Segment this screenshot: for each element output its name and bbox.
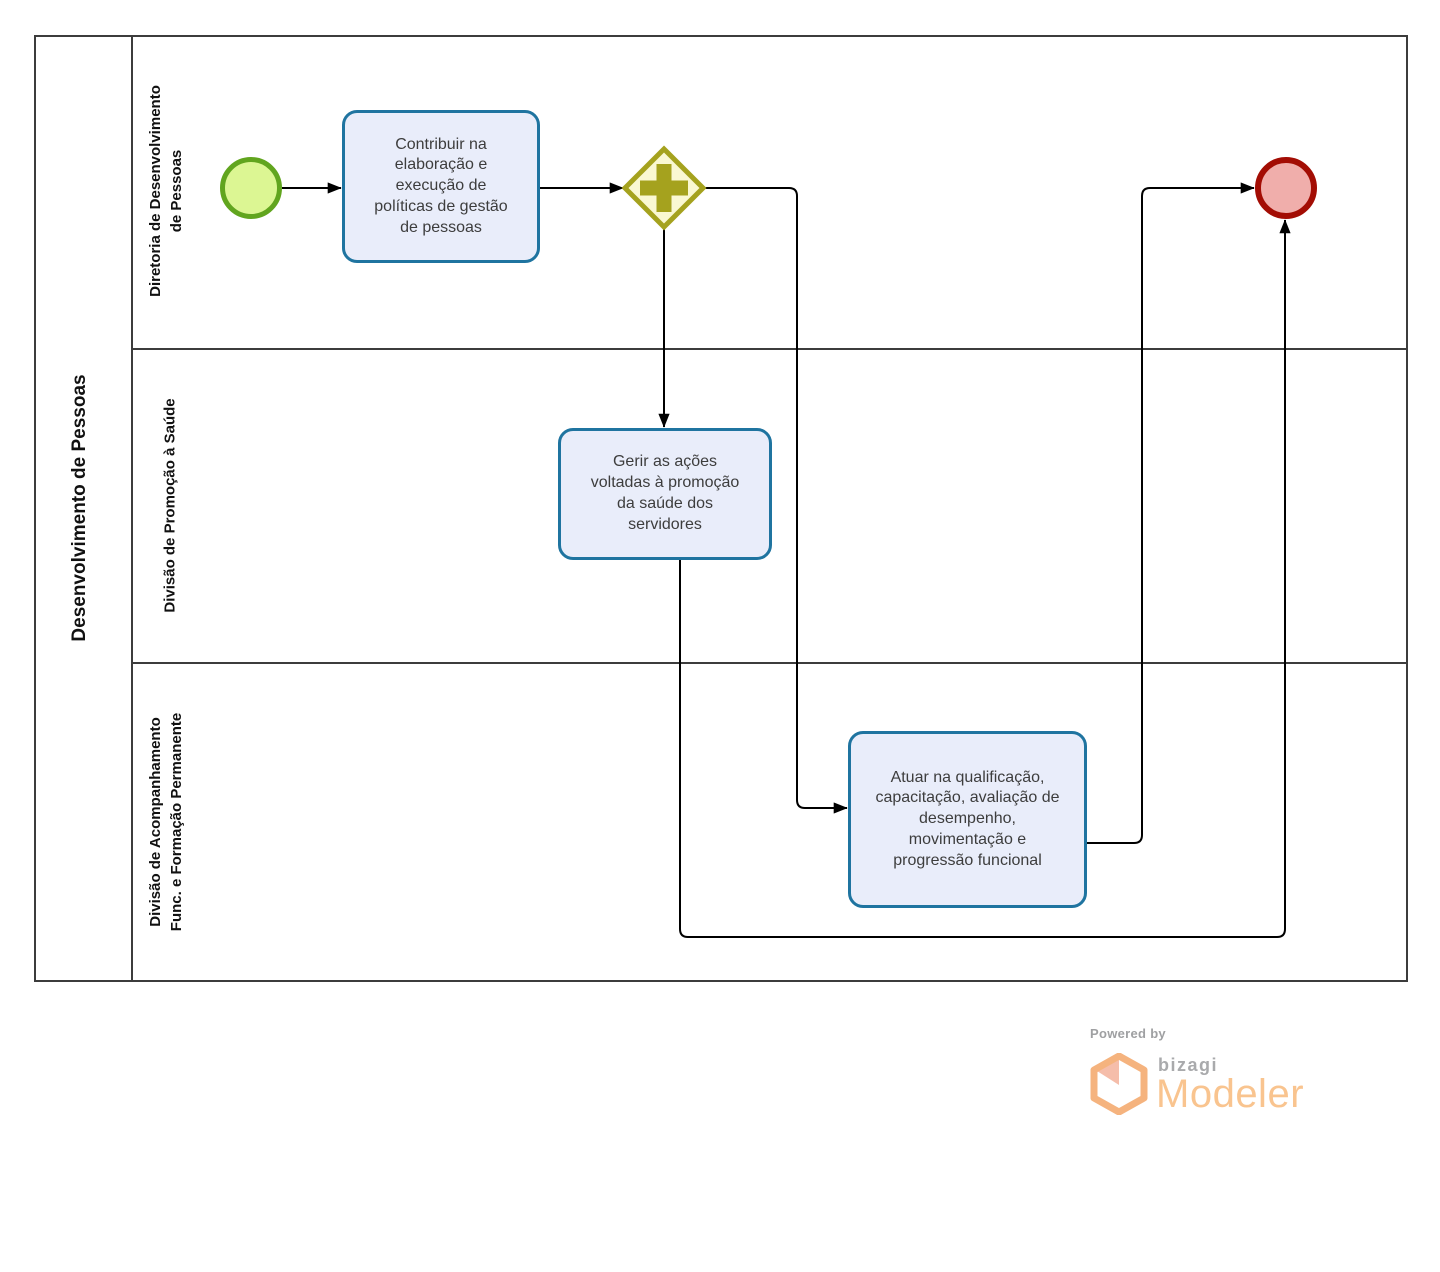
lane-label-acompanhamento: Divisão de Acompanhamento Func. e Formaç… [147, 712, 185, 932]
powered-by-text: Powered by [1090, 1026, 1166, 1041]
end-event [1255, 157, 1317, 219]
task-gerir: Gerir as ações voltadas à promoção da sa… [558, 428, 772, 560]
pool-title: Desenvolvimento de Pessoas [69, 374, 90, 642]
task-label: Atuar na qualificação, capacitação, aval… [875, 768, 1060, 869]
start-event [220, 157, 282, 219]
task-contribuir: Contribuir na elaboração e execução de p… [342, 110, 540, 263]
task-atuar: Atuar na qualificação, capacitação, aval… [848, 731, 1087, 908]
task-label: Gerir as ações voltadas à promoção da sa… [590, 453, 740, 533]
lane-divider-1 [133, 348, 1408, 350]
modeler-wordmark: Modeler [1156, 1072, 1305, 1116]
lane-label-promocao-saude: Divisão de Promoção à Saúde [161, 398, 179, 613]
bizagi-wordmark: bizagi [1158, 1055, 1219, 1075]
task-label: Contribuir na elaboração e execução de p… [374, 135, 508, 236]
bizagi-hexagon-icon [1090, 1053, 1148, 1115]
lane-label-diretoria: Diretoria de Desenvolvimento de Pessoas [147, 85, 185, 297]
lane-divider-2 [133, 662, 1408, 664]
pool-title-divider [131, 35, 133, 982]
